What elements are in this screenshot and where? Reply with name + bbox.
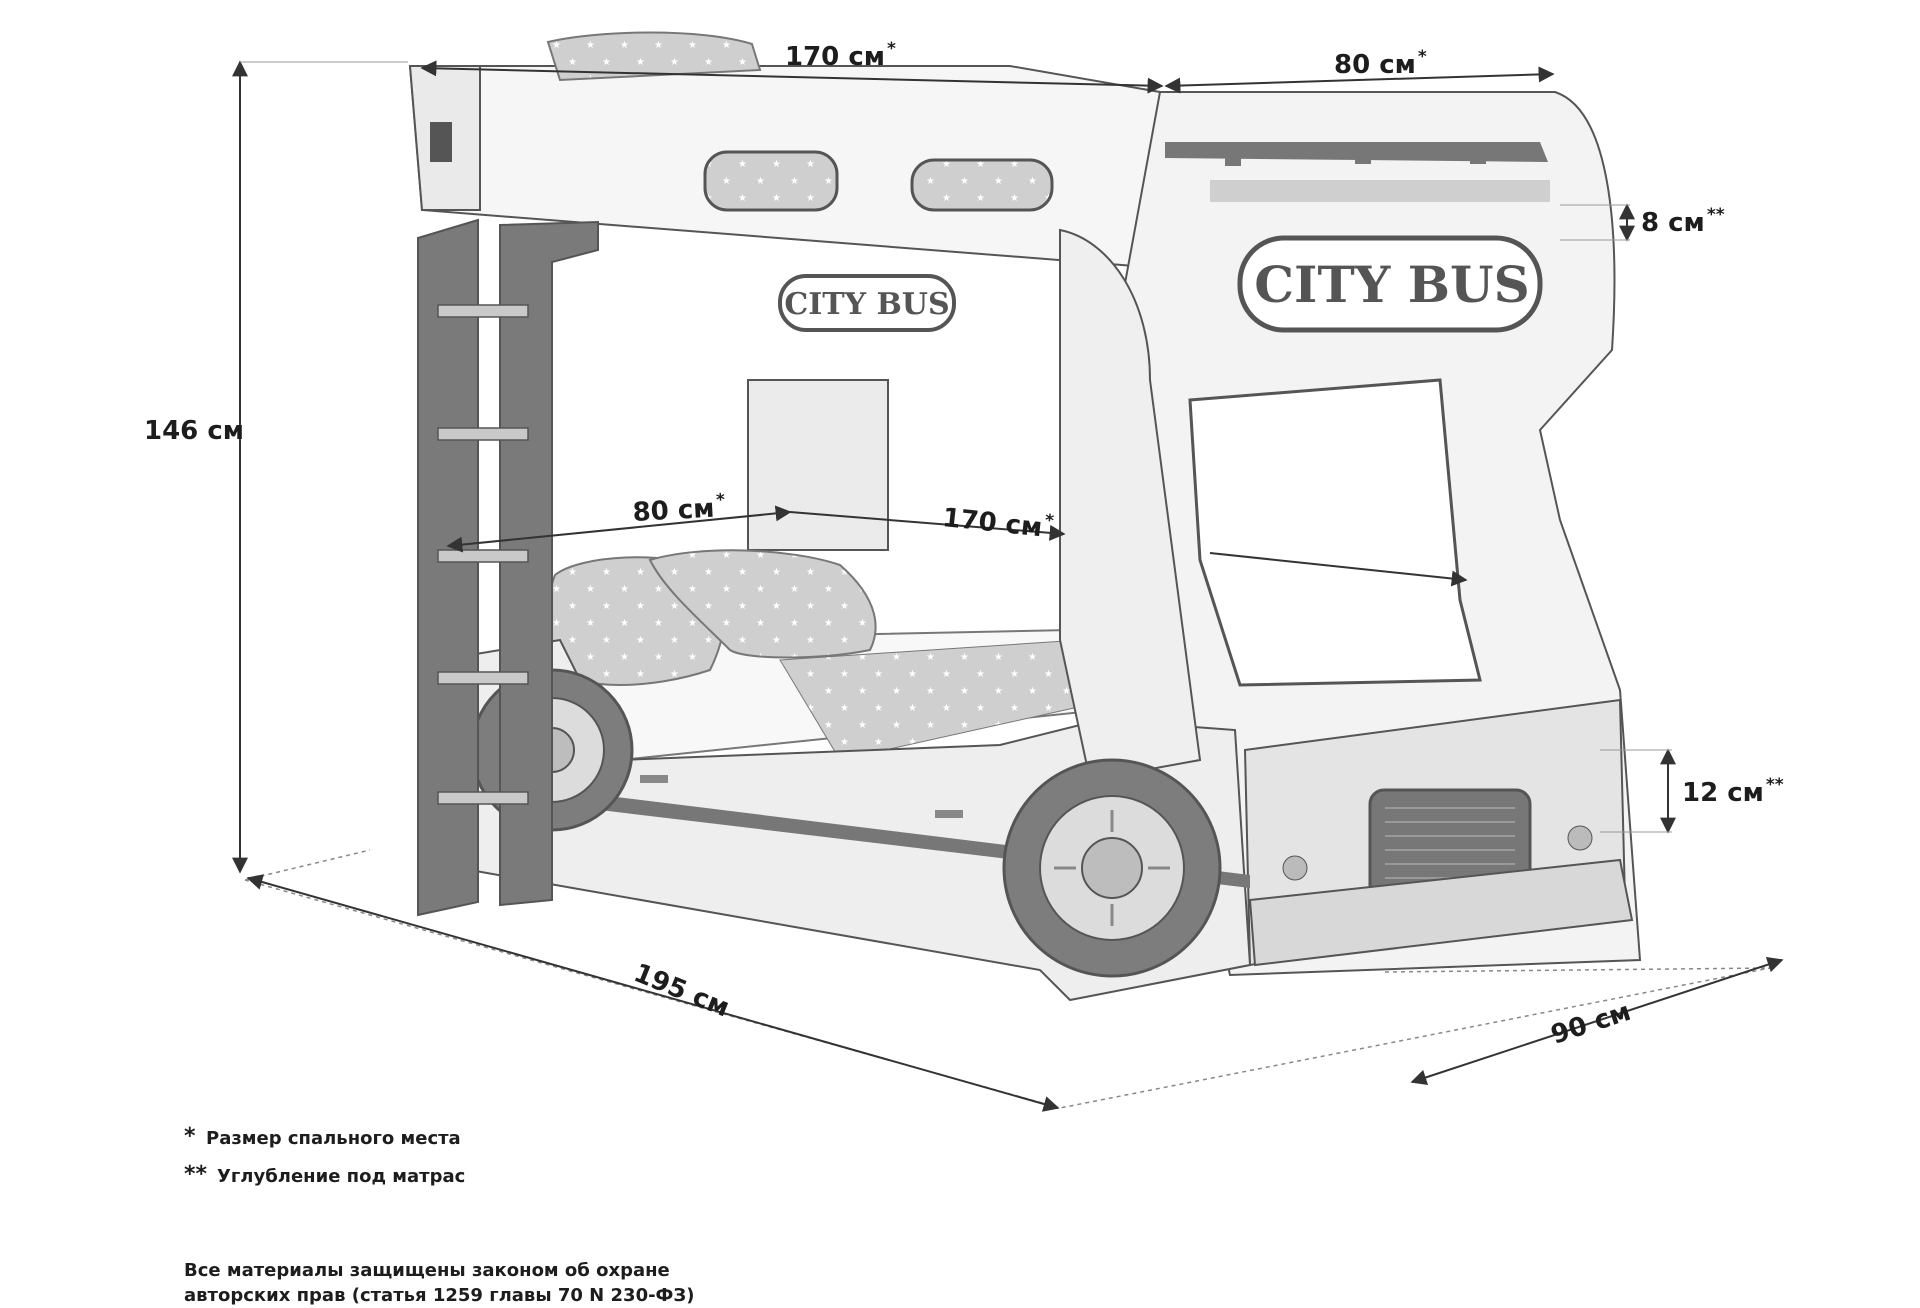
dim-height: 146 см [144,418,244,444]
dim-bottom-recess-value: 12 см [1682,778,1764,808]
upper-window-1 [703,150,839,212]
front-sign: CITY BUS [1254,255,1529,314]
windshield-opening [1188,378,1482,687]
dim-top-width: 80 см* [1334,49,1427,80]
dim-top-length: 170 см* [785,41,896,72]
side-sign: CITY BUS [784,287,949,322]
dim-bottom-width-mark: * [715,490,726,511]
dim-top-length-value: 170 см [785,42,885,72]
footnote-single-text: Размер спального места [206,1128,461,1149]
upper-bunk: CITY BUS [408,31,1161,332]
ladder [417,218,599,917]
dim-bottom-recess: 12 см** [1682,777,1784,808]
copyright-line-2: авторских прав (статья 1259 главы 70 N 2… [184,1285,695,1306]
dim-top-recess-mark: ** [1706,205,1725,225]
upper-window-2 [910,158,1054,212]
bunk-bed-drawing: ★ ★ CITY BUS CITY BUS [232,31,1784,1112]
side-sign-frame [778,274,956,332]
copyright-line-1: Все материалы защищены законом об охране [184,1260,670,1281]
dim-top-width-value: 80 см [1334,50,1416,80]
dim-top-width-mark: * [1417,47,1427,67]
dim-height-value: 146 см [144,416,244,446]
copyright-notice: Все материалы защищены законом об охране… [184,1258,694,1308]
dim-top-recess-value: 8 см [1641,208,1705,238]
dim-bottom-width-value: 80 см [631,493,716,528]
footnote-double-text: Углубление под матрас [217,1166,466,1187]
dim-bottom-recess-mark: ** [1765,775,1784,795]
footnote-single-mark: * [184,1124,196,1149]
dim-top-recess: 8 см** [1641,207,1725,238]
dimension-lines [232,60,1784,1112]
footnote-double-mark: ** [184,1162,208,1187]
front-wheel [1002,758,1222,978]
front-sign-frame [1237,235,1543,333]
dim-bottom-width: 80 см* [631,490,726,528]
dim-top-length-mark: * [887,39,896,59]
